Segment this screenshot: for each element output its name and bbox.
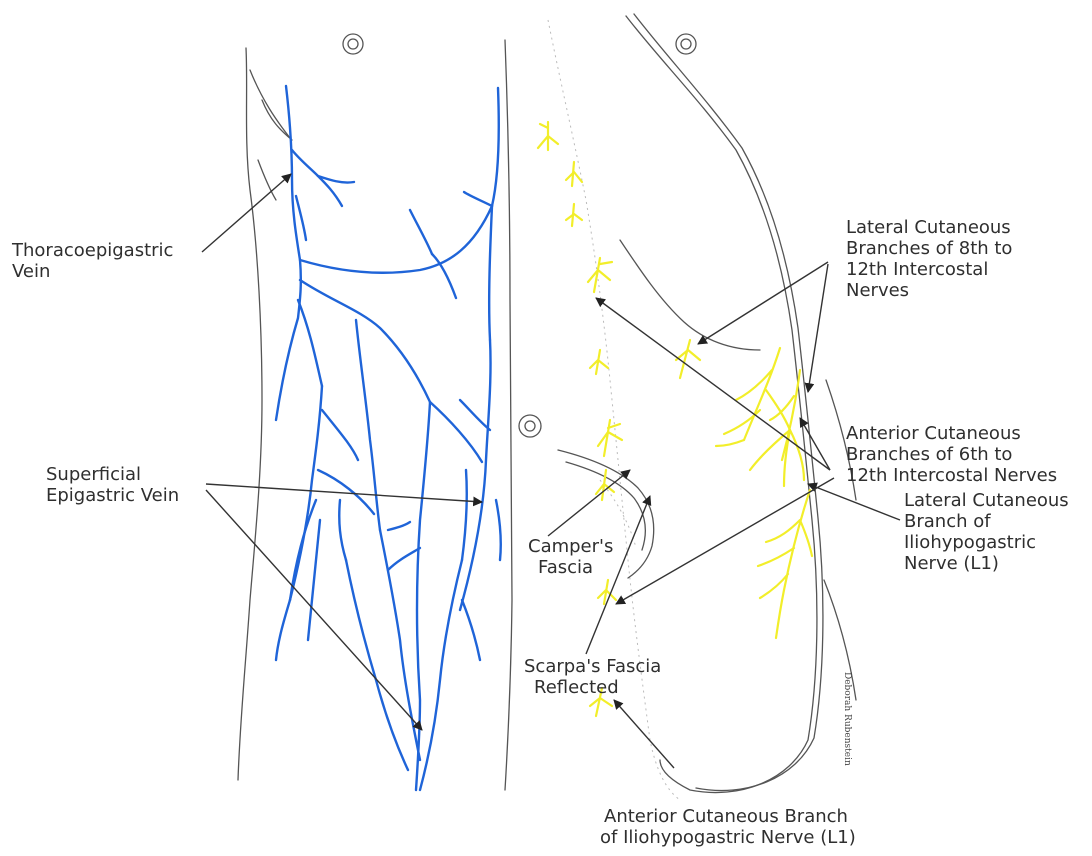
thoracoepigastric-vein — [276, 86, 499, 420]
anterior-cutaneous-nerve-branches — [538, 122, 622, 716]
label-thoracoepigastric-vein: Thoracoepigastric Vein — [12, 240, 173, 282]
label-scarpas-fascia-reflected: Scarpa's Fascia Reflected — [524, 656, 661, 698]
label-lateral-cutaneous-iliohypogastric: Lateral Cutaneous Branch of Iliohypogast… — [904, 490, 1069, 574]
superficial-epigastric-vein — [276, 280, 501, 790]
lateral-cutaneous-nerve-branches — [676, 340, 812, 638]
label-superficial-epigastric-vein: Superficial Epigastric Vein — [46, 464, 179, 506]
label-anterior-cutaneous-iliohypogastric: Anterior Cutaneous Branch of Iliohypogas… — [600, 806, 856, 848]
artist-signature: Deborah Rubenstein — [842, 672, 852, 766]
label-campers-fascia: Camper's Fascia — [528, 536, 613, 578]
label-lateral-cutaneous-branches-8-12: Lateral Cutaneous Branches of 8th to 12t… — [846, 217, 1012, 301]
label-anterior-cutaneous-branches-6-12: Anterior Cutaneous Branches of 6th to 12… — [846, 423, 1057, 486]
